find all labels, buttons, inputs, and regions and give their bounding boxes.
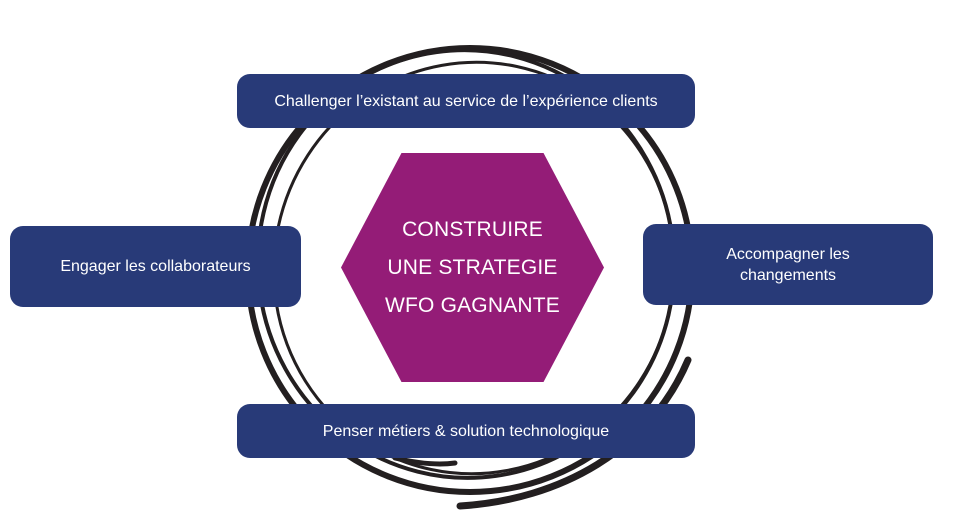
swirl-tail-small: [392, 455, 458, 467]
box-accompagner-line-2: changements: [739, 266, 837, 284]
center-hexagon: CONSTRUIRE UNE STRATEGIE WFO GAGNANTE: [341, 153, 604, 382]
box-accompagner-changements-label: Accompagner les changements: [726, 244, 850, 286]
swirl-tail: [456, 356, 692, 510]
box-accompagner-changements: Accompagner les changements: [643, 224, 933, 305]
box-engager-collaborateurs: Engager les collaborateurs: [10, 226, 301, 307]
box-penser-metiers-label: Penser métiers & solution technologique: [322, 422, 610, 440]
center-title-line-3: WFO GAGNANTE: [384, 293, 561, 317]
box-accompagner-line-1: Accompagner les: [726, 245, 850, 263]
box-engager-collaborateurs-label: Engager les collaborateurs: [60, 258, 251, 275]
box-challenger-existant-label: Challenger l’existant au service de l’ex…: [274, 92, 658, 110]
box-penser-metiers: Penser métiers & solution technologique: [237, 404, 695, 458]
center-title-line-1: CONSTRUIRE: [402, 217, 543, 241]
center-title: CONSTRUIRE UNE STRATEGIE WFO GAGNANTE: [385, 211, 560, 325]
box-challenger-existant: Challenger l’existant au service de l’ex…: [237, 74, 695, 128]
center-title-line-2: UNE STRATEGIE: [387, 255, 558, 279]
